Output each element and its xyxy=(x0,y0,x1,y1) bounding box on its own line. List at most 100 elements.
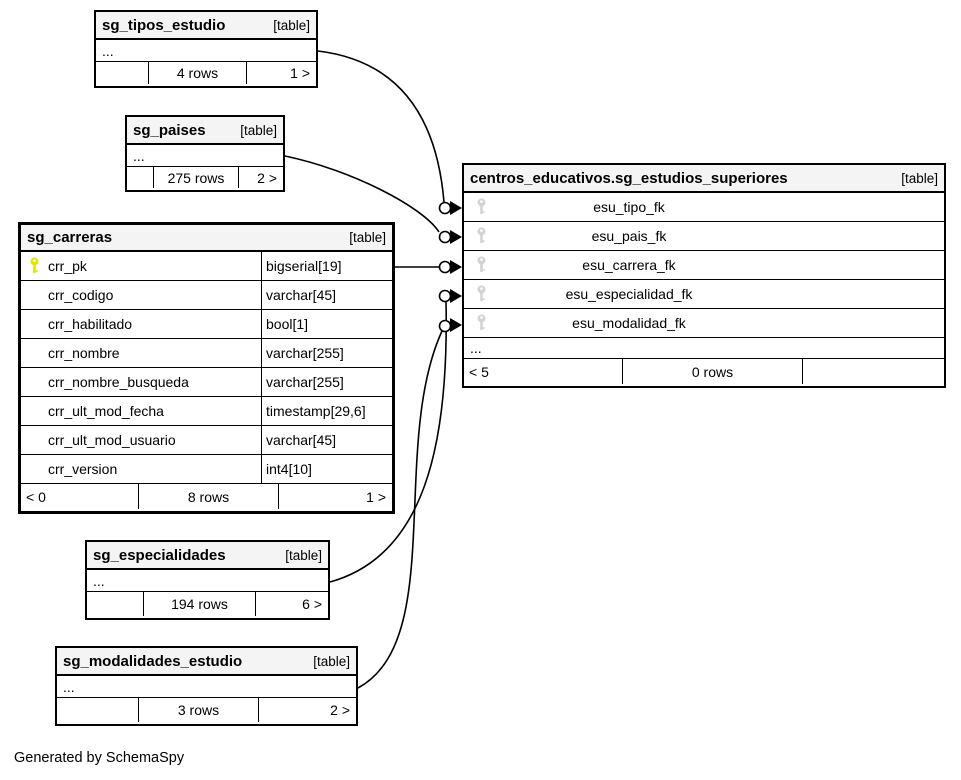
primary-key-icon xyxy=(29,257,40,276)
arrowhead-icon xyxy=(450,201,462,215)
cardinality-circle xyxy=(438,230,452,244)
table-row: crr_codigo varchar[45] xyxy=(21,281,392,310)
table-header: sg_carreras [table] xyxy=(21,225,392,252)
pager-right[interactable]: 6 > xyxy=(255,592,328,616)
table-sg-estudios-superiores[interactable]: centros_educativos.sg_estudios_superiore… xyxy=(462,163,946,388)
connector-curve-especialidades xyxy=(329,301,448,583)
column-name: esu_carrera_fk xyxy=(582,257,676,273)
row-count: 275 rows xyxy=(153,167,238,188)
table-header: sg_paises [table] xyxy=(127,117,283,145)
column-name: crr_version xyxy=(21,455,262,483)
cardinality-circle xyxy=(438,260,452,274)
cardinality-circle xyxy=(438,201,452,215)
table-row: crr_nombre_busqueda varchar[255] xyxy=(21,368,392,397)
table-title[interactable]: sg_carreras xyxy=(27,229,113,246)
column-name: crr_ult_mod_fecha xyxy=(21,397,262,425)
arrowhead-icon xyxy=(450,318,462,332)
arrowhead-icon xyxy=(450,260,462,274)
table-badge: [table] xyxy=(273,17,310,33)
table-row: crr_ult_mod_usuario varchar[45] xyxy=(21,426,392,455)
table-badge: [table] xyxy=(349,230,386,245)
table-header: sg_tipos_estudio [table] xyxy=(96,12,316,40)
row-count: 0 rows xyxy=(622,359,802,384)
pager-left xyxy=(87,592,143,616)
collapsed-columns-row: ... xyxy=(57,676,356,698)
column-name: esu_tipo_fk xyxy=(593,199,665,215)
generator-credit: Generated by SchemaSpy xyxy=(14,750,185,766)
table-row: esu_tipo_fk xyxy=(464,193,944,222)
table-sg-paises[interactable]: sg_paises [table] ... 275 rows 2 > xyxy=(125,115,285,192)
table-header: centros_educativos.sg_estudios_superiore… xyxy=(464,165,944,193)
table-footer: < 0 8 rows 1 > xyxy=(21,484,392,509)
column-name: crr_habilitado xyxy=(21,310,262,338)
connector-curve-tipos xyxy=(317,50,445,203)
column-type: varchar[255] xyxy=(266,345,344,361)
table-title[interactable]: sg_tipos_estudio xyxy=(102,16,226,34)
table-badge: [table] xyxy=(285,547,322,563)
column-name: crr_pk xyxy=(21,252,262,280)
column-type: timestamp[29,6] xyxy=(266,403,366,419)
table-title[interactable]: centros_educativos.sg_estudios_superiore… xyxy=(470,169,788,187)
collapsed-columns-row: ... xyxy=(96,40,316,62)
table-row: esu_modalidad_fk xyxy=(464,309,944,338)
column-name: esu_pais_fk xyxy=(591,228,667,244)
column-name: crr_ult_mod_usuario xyxy=(21,426,262,454)
column-name: esu_modalidad_fk xyxy=(572,315,686,331)
row-count: 3 rows xyxy=(138,698,258,722)
table-row: crr_habilitado bool[1] xyxy=(21,310,392,339)
collapsed-columns-row: ... xyxy=(464,338,944,359)
pager-right[interactable]: 1 > xyxy=(246,62,316,84)
arrowhead-icon xyxy=(450,230,462,244)
table-header: sg_modalidades_estudio [table] xyxy=(57,648,356,676)
table-sg-tipos-estudio[interactable]: sg_tipos_estudio [table] ... 4 rows 1 > xyxy=(94,10,318,88)
pager-right[interactable]: 2 > xyxy=(258,698,356,722)
column-name: crr_codigo xyxy=(21,281,262,309)
row-count: 4 rows xyxy=(148,62,246,84)
collapsed-columns-row: ... xyxy=(87,570,328,592)
table-row: crr_nombre varchar[255] xyxy=(21,339,392,368)
pager-left xyxy=(127,167,153,188)
table-title[interactable]: sg_paises xyxy=(133,121,206,139)
table-sg-especialidades[interactable]: sg_especialidades [table] ... 194 rows 6… xyxy=(85,540,330,620)
connector-curve-paises xyxy=(284,155,440,233)
column-name: crr_nombre_busqueda xyxy=(21,368,262,396)
column-type: varchar[255] xyxy=(266,374,344,390)
table-row: esu_pais_fk xyxy=(464,222,944,251)
pager-left xyxy=(57,698,138,722)
table-badge: [table] xyxy=(901,170,938,186)
arrowhead-icon xyxy=(450,289,462,303)
pager-right[interactable]: 2 > xyxy=(238,167,283,188)
pager-right[interactable]: 1 > xyxy=(278,484,392,509)
table-sg-carreras[interactable]: sg_carreras [table] crr_pk bigserial[19]… xyxy=(18,222,395,514)
table-header: sg_especialidades [table] xyxy=(87,542,328,570)
pager-left[interactable]: < 5 xyxy=(469,363,489,380)
collapsed-columns-row: ... xyxy=(127,145,283,167)
row-count: 8 rows xyxy=(138,484,278,509)
table-footer: 3 rows 2 > xyxy=(57,698,356,722)
table-sg-modalidades-estudio[interactable]: sg_modalidades_estudio [table] ... 3 row… xyxy=(55,646,358,726)
table-footer: 194 rows 6 > xyxy=(87,592,328,616)
foreign-key-icon xyxy=(476,314,487,333)
row-count: 194 rows xyxy=(143,592,255,616)
foreign-key-icon xyxy=(476,227,487,246)
column-name: esu_especialidad_fk xyxy=(565,286,693,302)
connector-curve-modalidades xyxy=(357,330,443,689)
foreign-key-icon xyxy=(476,198,487,217)
table-footer: < 5 0 rows xyxy=(464,359,944,384)
table-badge: [table] xyxy=(240,122,277,138)
table-row: crr_version int4[10] xyxy=(21,455,392,484)
column-type: varchar[45] xyxy=(266,287,337,303)
table-footer: 275 rows 2 > xyxy=(127,167,283,188)
column-type: bigserial[19] xyxy=(266,258,342,274)
pager-left[interactable]: < 0 xyxy=(26,488,46,505)
foreign-key-icon xyxy=(476,256,487,275)
pager-left xyxy=(96,62,148,84)
table-title[interactable]: sg_especialidades xyxy=(93,546,226,564)
table-title[interactable]: sg_modalidades_estudio xyxy=(63,652,243,670)
table-footer: 4 rows 1 > xyxy=(96,62,316,84)
cardinality-circle xyxy=(438,289,452,303)
column-name: crr_nombre xyxy=(21,339,262,367)
table-row: esu_carrera_fk xyxy=(464,251,944,280)
